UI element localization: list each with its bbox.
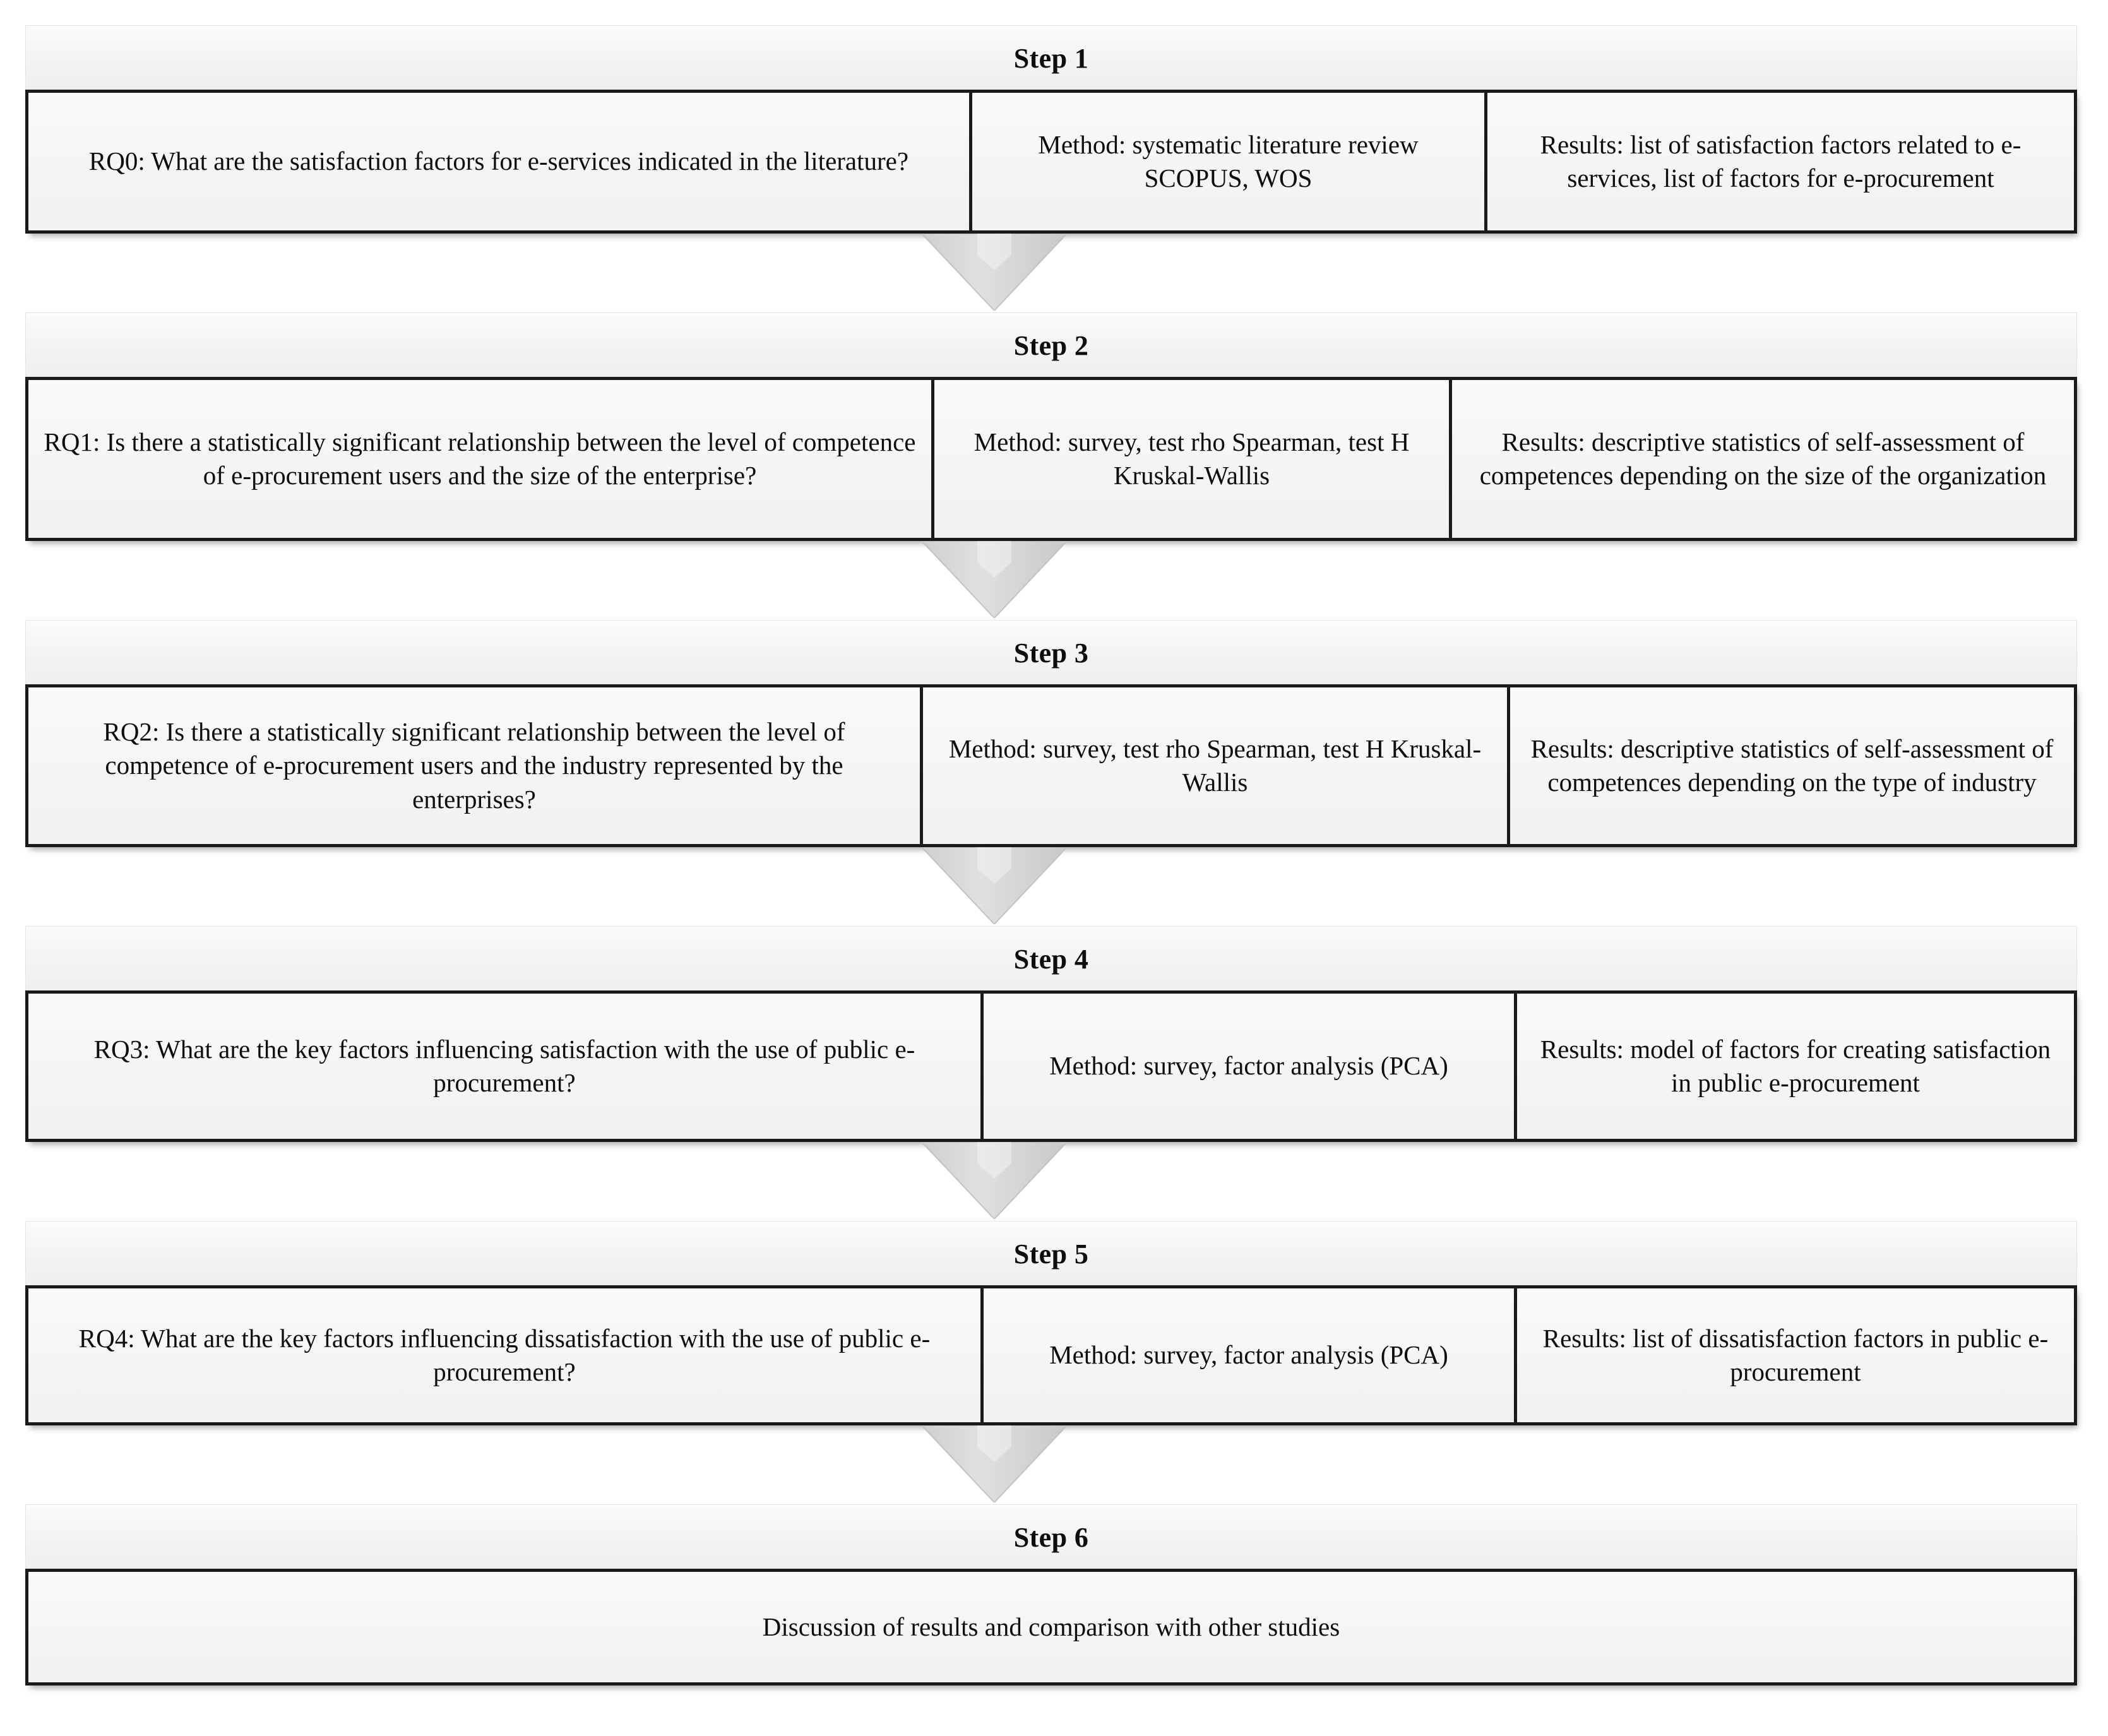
step-4-row: RQ3: What are the key factors influencin… [25,990,2077,1142]
step-block-4: Step 4 RQ3: What are the key factors inf… [25,926,2077,1142]
step-6-summary-cell: Discussion of results and comparison wit… [762,1612,1340,1641]
step-2-method-cell: Method: survey, test rho Spearman, test … [931,380,1449,538]
step-block-1: Step 1 RQ0: What are the satisfaction fa… [25,25,2077,234]
step-block-2: Step 2 RQ1: Is there a statistically sig… [25,312,2077,541]
step-1-results-cell: Results: list of satisfaction factors re… [1484,93,2074,230]
step-6-row: Discussion of results and comparison wit… [25,1569,2077,1685]
step-5-question-cell: RQ4: What are the key factors influencin… [78,1323,931,1386]
down-arrow-icon [922,847,1067,924]
step-4-header: Step 4 [25,926,2077,990]
step-block-6: Step 6 Discussion of results and compari… [25,1504,2077,1685]
step-4-question-cell: RQ3: What are the key factors influencin… [93,1034,915,1097]
step-2-header: Step 2 [25,312,2077,377]
step-block-5: Step 5 RQ4: What are the key factors inf… [25,1221,2077,1425]
down-arrow-icon [922,1425,1067,1502]
step-3-question-cell: RQ2: Is there a statistically significan… [103,717,845,814]
step-2-question-cell: RQ1: Is there a statistically significan… [44,427,916,490]
connector-2-3 [25,541,2077,620]
step-3-row: RQ2: Is there a statistically significan… [25,684,2077,847]
step-1-row: RQ0: What are the satisfaction factors f… [25,90,2077,234]
connector-1-2 [25,234,2077,312]
down-arrow-icon [922,1142,1067,1219]
connector-4-5 [25,1142,2077,1221]
step-3-results-cell: Results: descriptive statistics of self-… [1507,687,2074,844]
connector-5-6 [25,1425,2077,1504]
step-3-method-cell: Method: survey, test rho Spearman, test … [920,687,1507,844]
step-4-results-cell: Results: model of factors for creating s… [1514,994,2074,1139]
down-arrow-icon [922,541,1067,618]
step-2-row: RQ1: Is there a statistically significan… [25,377,2077,541]
step-1-question-cell: RQ0: What are the satisfaction factors f… [88,146,909,176]
step-5-header: Step 5 [25,1221,2077,1285]
down-arrow-icon [922,234,1067,311]
step-5-results-cell: Results: list of dissatisfaction factors… [1514,1288,2074,1422]
step-1-method-cell: Method: systematic literature review SCO… [969,93,1484,230]
step-6-header: Step 6 [25,1504,2077,1569]
step-2-results-cell: Results: descriptive statistics of self-… [1449,380,2074,538]
step-block-3: Step 3 RQ2: Is there a statistically sig… [25,620,2077,847]
connector-3-4 [25,847,2077,926]
step-4-method-cell: Method: survey, factor analysis (PCA) [980,994,1514,1139]
step-3-header: Step 3 [25,620,2077,684]
step-1-header: Step 1 [25,25,2077,90]
step-5-row: RQ4: What are the key factors influencin… [25,1285,2077,1425]
step-5-method-cell: Method: survey, factor analysis (PCA) [980,1288,1514,1422]
